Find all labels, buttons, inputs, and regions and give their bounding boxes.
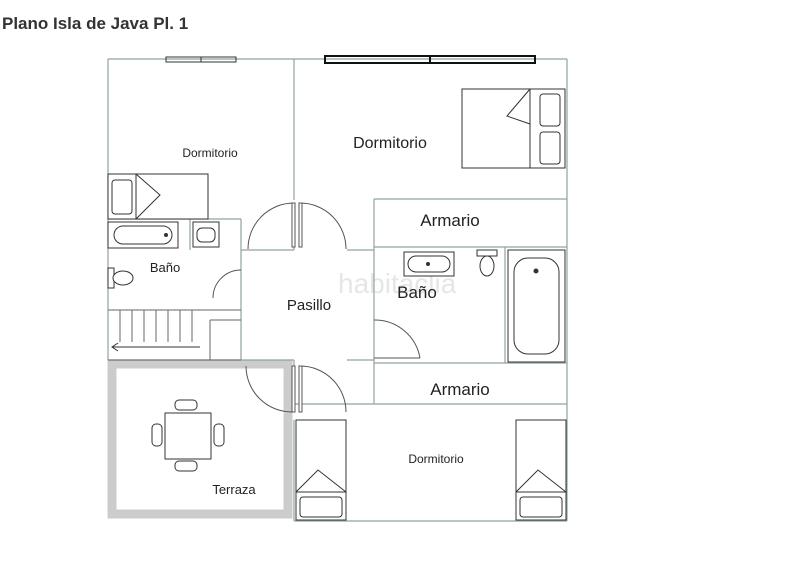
- terrace-border: [107, 359, 293, 519]
- door-leaf-terrace: [291, 365, 296, 413]
- furniture: [107, 88, 567, 521]
- terrace-table: [151, 399, 225, 472]
- single-bed-sw: [295, 419, 347, 521]
- label-armario-top: Armario: [420, 211, 480, 230]
- double-bed: [461, 88, 566, 169]
- label-pasillo: Pasillo: [287, 297, 331, 314]
- door-arc-south: [299, 365, 347, 413]
- doors: [212, 202, 421, 413]
- door-arc-bath-left: [212, 269, 242, 299]
- plan-title: Plano Isla de Java Pl. 1: [2, 14, 189, 33]
- door-arc-terrace: [245, 365, 293, 413]
- windows: [165, 55, 536, 64]
- single-bed-se: [515, 419, 567, 521]
- door-leaf-nw: [291, 202, 296, 248]
- label-dormitorio-ne: Dormitorio: [353, 135, 427, 152]
- toilet-left: [107, 267, 134, 289]
- sink-right: [403, 251, 455, 277]
- label-bano-right: Baño: [397, 283, 437, 302]
- door-arc-ne: [299, 202, 347, 250]
- bathtub-right: [507, 249, 566, 363]
- label-armario-bottom: Armario: [430, 380, 490, 399]
- stairs-arrowhead: [111, 342, 119, 352]
- bathtub-left: [107, 221, 179, 249]
- door-arc-nw: [247, 202, 295, 250]
- label-dormitorio-nw: Dormitorio: [182, 146, 238, 160]
- label-dormitorio-s: Dormitorio: [408, 452, 464, 466]
- room-labels: Dormitorio Dormitorio Armario Baño Pasil…: [150, 135, 490, 497]
- label-bano-left: Baño: [150, 260, 180, 275]
- toilet-right: [476, 249, 498, 277]
- label-terraza: Terraza: [212, 482, 256, 497]
- single-bed-nw: [107, 173, 209, 220]
- door-leaf-south: [298, 365, 303, 413]
- stairs: [108, 309, 241, 361]
- door-arc-bath-right: [373, 319, 421, 359]
- sink-left: [192, 221, 220, 248]
- door-leaf-ne: [298, 202, 303, 248]
